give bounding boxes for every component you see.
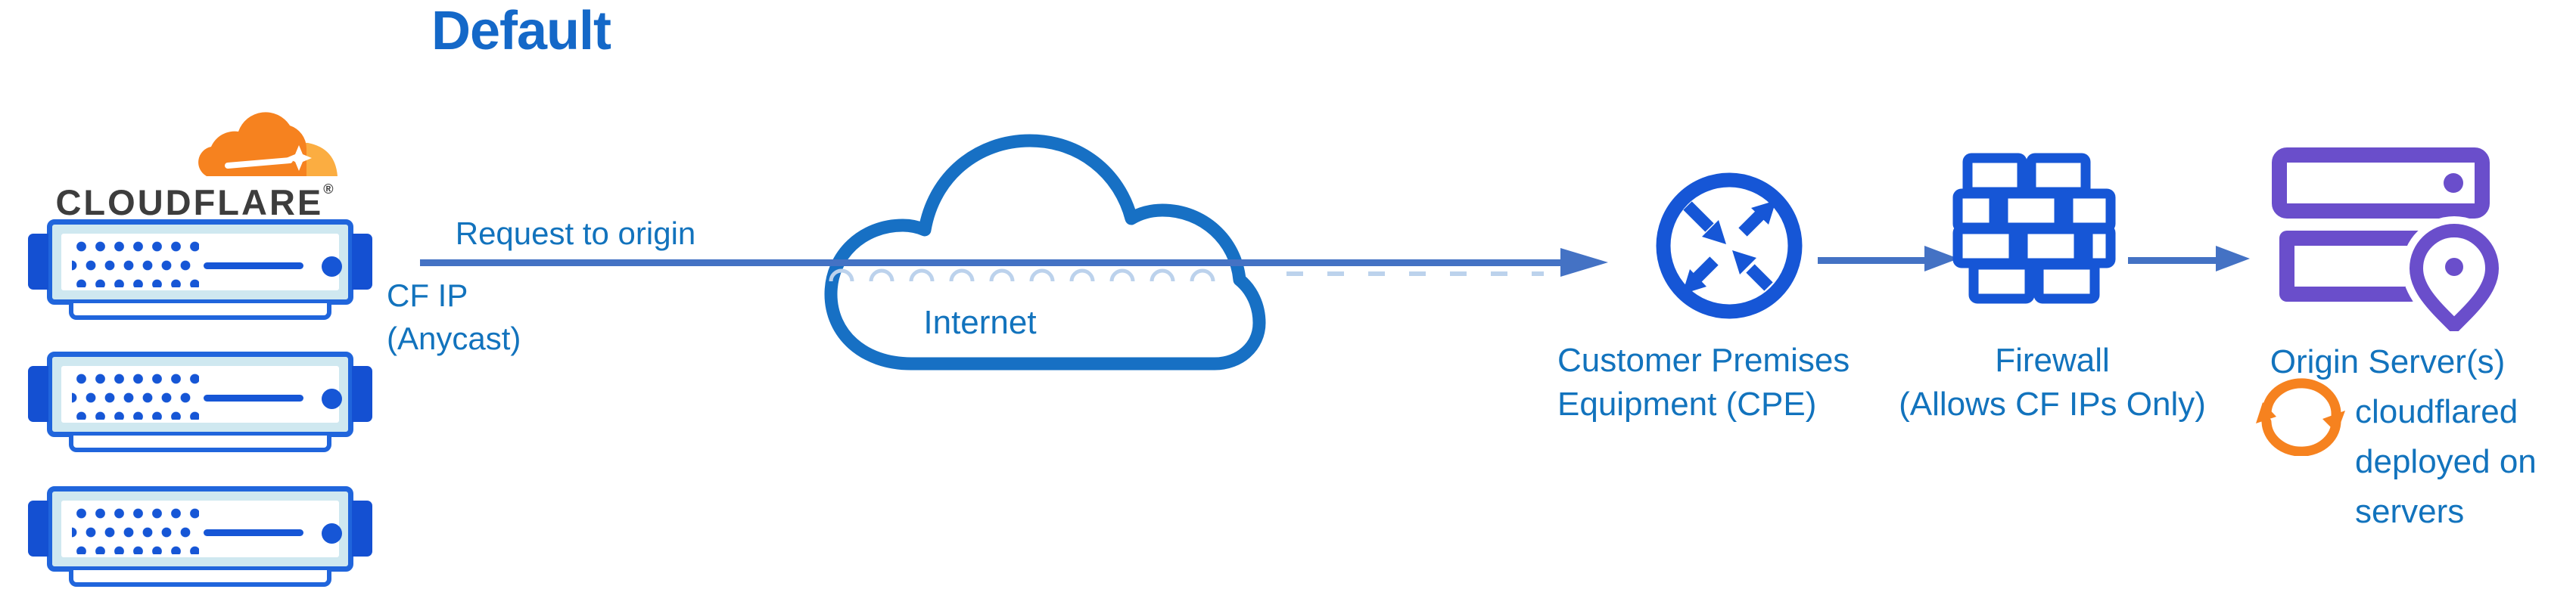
server-tray (69, 436, 331, 452)
server-tray (69, 303, 331, 320)
server-right-tab (352, 234, 372, 290)
server-left-tab (28, 234, 48, 290)
cloudflared-note: cloudflared deployed on servers (2355, 393, 2537, 530)
server-power-dot (322, 389, 342, 409)
firewall-to-origin-arrow-line (2128, 257, 2219, 264)
cpe-to-firewall-arrow-line (1818, 257, 1930, 264)
firewall-to-origin-arrowhead-icon (2216, 246, 2250, 271)
server-tray (69, 570, 331, 587)
edge-server-icon (28, 486, 372, 587)
firewall-icon (1952, 153, 2116, 304)
server-right-tab (352, 501, 372, 557)
request-arrowhead-icon (1560, 248, 1608, 277)
server-right-tab (352, 366, 372, 422)
request-arrow-label: Request to origin (455, 216, 696, 251)
server-vents (72, 237, 199, 287)
location-pin-icon (2410, 224, 2499, 331)
server-power-dot (322, 256, 342, 277)
server-left-tab (28, 501, 48, 557)
server-vents (72, 370, 199, 420)
server-slot (204, 529, 303, 536)
firewall-label: Firewall (Allows CF IPs Only) (1899, 342, 2206, 423)
server-vents (72, 504, 199, 554)
origin-servers-icon (2272, 147, 2505, 331)
cf-ip-anycast-label: CF IP (Anycast) (387, 278, 521, 356)
server-power-dot (322, 523, 342, 544)
server-slot (204, 395, 303, 402)
request-arrow-line (420, 259, 1564, 266)
cpe-label: Customer Premises Equipment (CPE) (1557, 342, 1850, 423)
cloudflared-sync-icon (2256, 378, 2345, 456)
registered-mark: ® (323, 181, 334, 197)
server-left-tab (28, 366, 48, 422)
internet-label: Internet (923, 304, 1037, 341)
edge-server-icon (28, 352, 372, 452)
edge-server-icon (28, 219, 372, 320)
cpe-router-icon (1656, 172, 1803, 319)
server-slot (204, 262, 303, 269)
origin-servers-label: Origin Server(s) (2270, 343, 2506, 380)
cloudflare-wordmark: CLOUDFLARE® (55, 181, 334, 222)
cloudflare-logo-cloud-icon (198, 112, 338, 176)
diagram-title: Default (431, 1, 611, 61)
